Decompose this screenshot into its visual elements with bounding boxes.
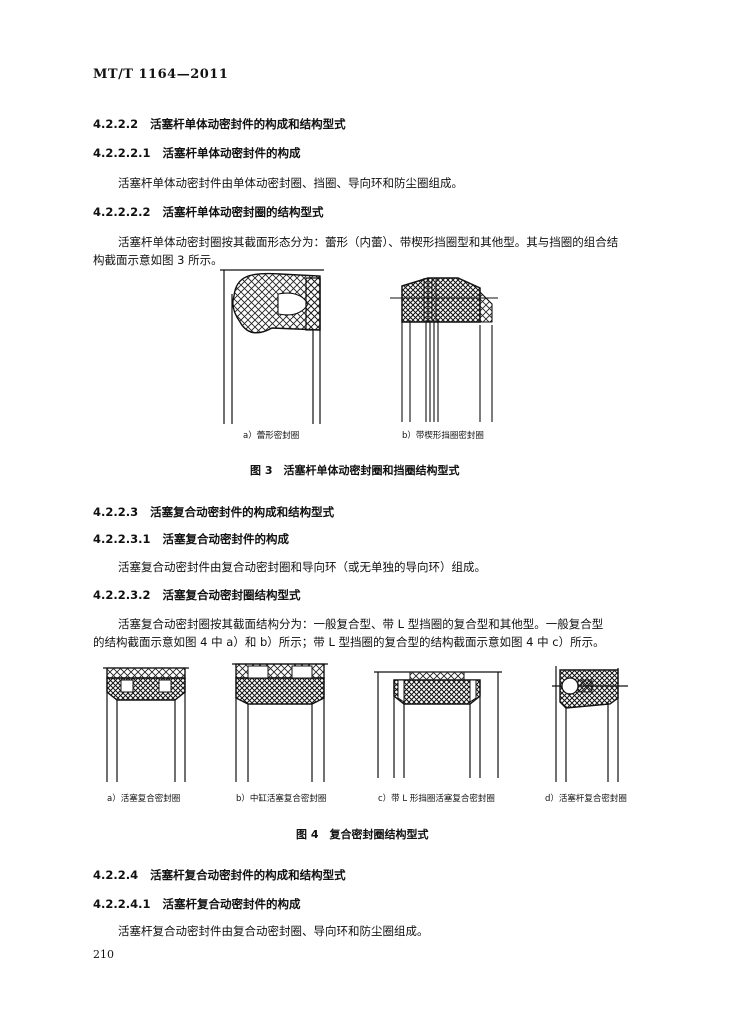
figure4-title: 图 4 复合密封圈结构型式 — [296, 828, 429, 841]
section-heading-4-2-2-2: 4.2.2.2 活塞杆单体动密封件的构成和结构型式 — [93, 116, 346, 132]
section-heading-4-2-2-2-2: 4.2.2.2.2 活塞杆单体动密封圈的结构型式 — [93, 204, 323, 220]
paragraph-line: 的结构截面示意如图 4 中 a）和 b）所示；带 L 型挡圈的复合型的结构截面示… — [93, 635, 605, 649]
paragraph-line: 活塞杆单体动密封圈按其截面形态分为：蕾形（内蕾）、带楔形挡圈型和其他型。其与挡圈… — [118, 235, 619, 249]
section-number: 4.2.2.2 — [93, 117, 139, 131]
section-title: 活塞杆单体动密封圈的结构型式 — [162, 205, 324, 219]
page-number: 210 — [93, 948, 114, 961]
section-heading-4-2-2-4: 4.2.2.4 活塞杆复合动密封件的构成和结构型式 — [93, 867, 346, 883]
section-heading-4-2-2-3-1: 4.2.2.3.1 活塞复合动密封件的构成 — [93, 531, 289, 547]
figure4-b-drawing — [232, 663, 328, 782]
section-heading-4-2-2-3: 4.2.2.3 活塞复合动密封件的构成和结构型式 — [93, 504, 334, 520]
section-heading-4-2-2-3-2: 4.2.2.3.2 活塞复合动密封圈结构型式 — [93, 587, 300, 603]
figure4-a-drawing — [103, 667, 189, 782]
section-title: 活塞杆复合动密封件的构成 — [162, 897, 301, 911]
figure4-b-caption: b）中缸活塞复合密封圈 — [236, 794, 327, 804]
paragraph: 活塞杆单体动密封件由单体动密封圈、挡圈、导向环和防尘圈组成。 — [118, 176, 463, 190]
section-title: 活塞复合动密封圈结构型式 — [162, 588, 301, 602]
section-number: 4.2.2.2.2 — [93, 205, 151, 219]
section-number: 4.2.2.3.1 — [93, 532, 151, 546]
section-number: 4.2.2.4.1 — [93, 897, 151, 911]
figure3-title: 图 3 活塞杆单体动密封圈和挡圈结构型式 — [250, 464, 460, 477]
paragraph-line: 活塞复合动密封圈按其截面结构分为：一般复合型、带 L 型挡圈的复合型和其他型。一… — [118, 617, 604, 631]
figure4-a-caption: a）活塞复合密封圈 — [107, 794, 181, 804]
figure4-d-caption: d）活塞杆复合密封圈 — [545, 794, 627, 804]
figure4-c-caption: c）带 L 形挡圈活塞复合密封圈 — [378, 794, 495, 804]
figure4-c-drawing — [374, 671, 502, 778]
section-title: 活塞杆单体动密封件的构成和结构型式 — [150, 117, 346, 131]
section-title: 活塞复合动密封件的构成 — [162, 532, 289, 546]
figure3-b-drawing — [390, 277, 498, 422]
section-title: 活塞杆单体动密封件的构成 — [162, 146, 301, 160]
figure3-a-caption: a）蕾形密封圈 — [243, 431, 300, 441]
section-heading-4-2-2-2-1: 4.2.2.2.1 活塞杆单体动密封件的构成 — [93, 145, 300, 161]
figure3-b-caption: b）带楔形挡圈密封圈 — [402, 431, 484, 441]
section-heading-4-2-2-4-1: 4.2.2.4.1 活塞杆复合动密封件的构成 — [93, 896, 300, 912]
section-title: 活塞复合动密封件的构成和结构型式 — [150, 505, 335, 519]
section-number: 4.2.2.3.2 — [93, 588, 151, 602]
paragraph: 活塞杆复合动密封件由复合动密封圈、导向环和防尘圈组成。 — [118, 924, 429, 938]
figure3-a-drawing — [220, 269, 324, 424]
paragraph-line: 构截面示意如图 3 所示。 — [93, 253, 223, 267]
section-number: 4.2.2.2.1 — [93, 146, 151, 160]
figure4-d-drawing — [552, 666, 628, 782]
section-title: 活塞杆复合动密封件的构成和结构型式 — [150, 868, 346, 882]
section-number: 4.2.2.3 — [93, 505, 139, 519]
standard-code: MT/T 1164—2011 — [93, 67, 229, 82]
paragraph: 活塞复合动密封件由复合动密封圈和导向环（或无单独的导向环）组成。 — [118, 560, 486, 574]
section-number: 4.2.2.4 — [93, 868, 139, 882]
